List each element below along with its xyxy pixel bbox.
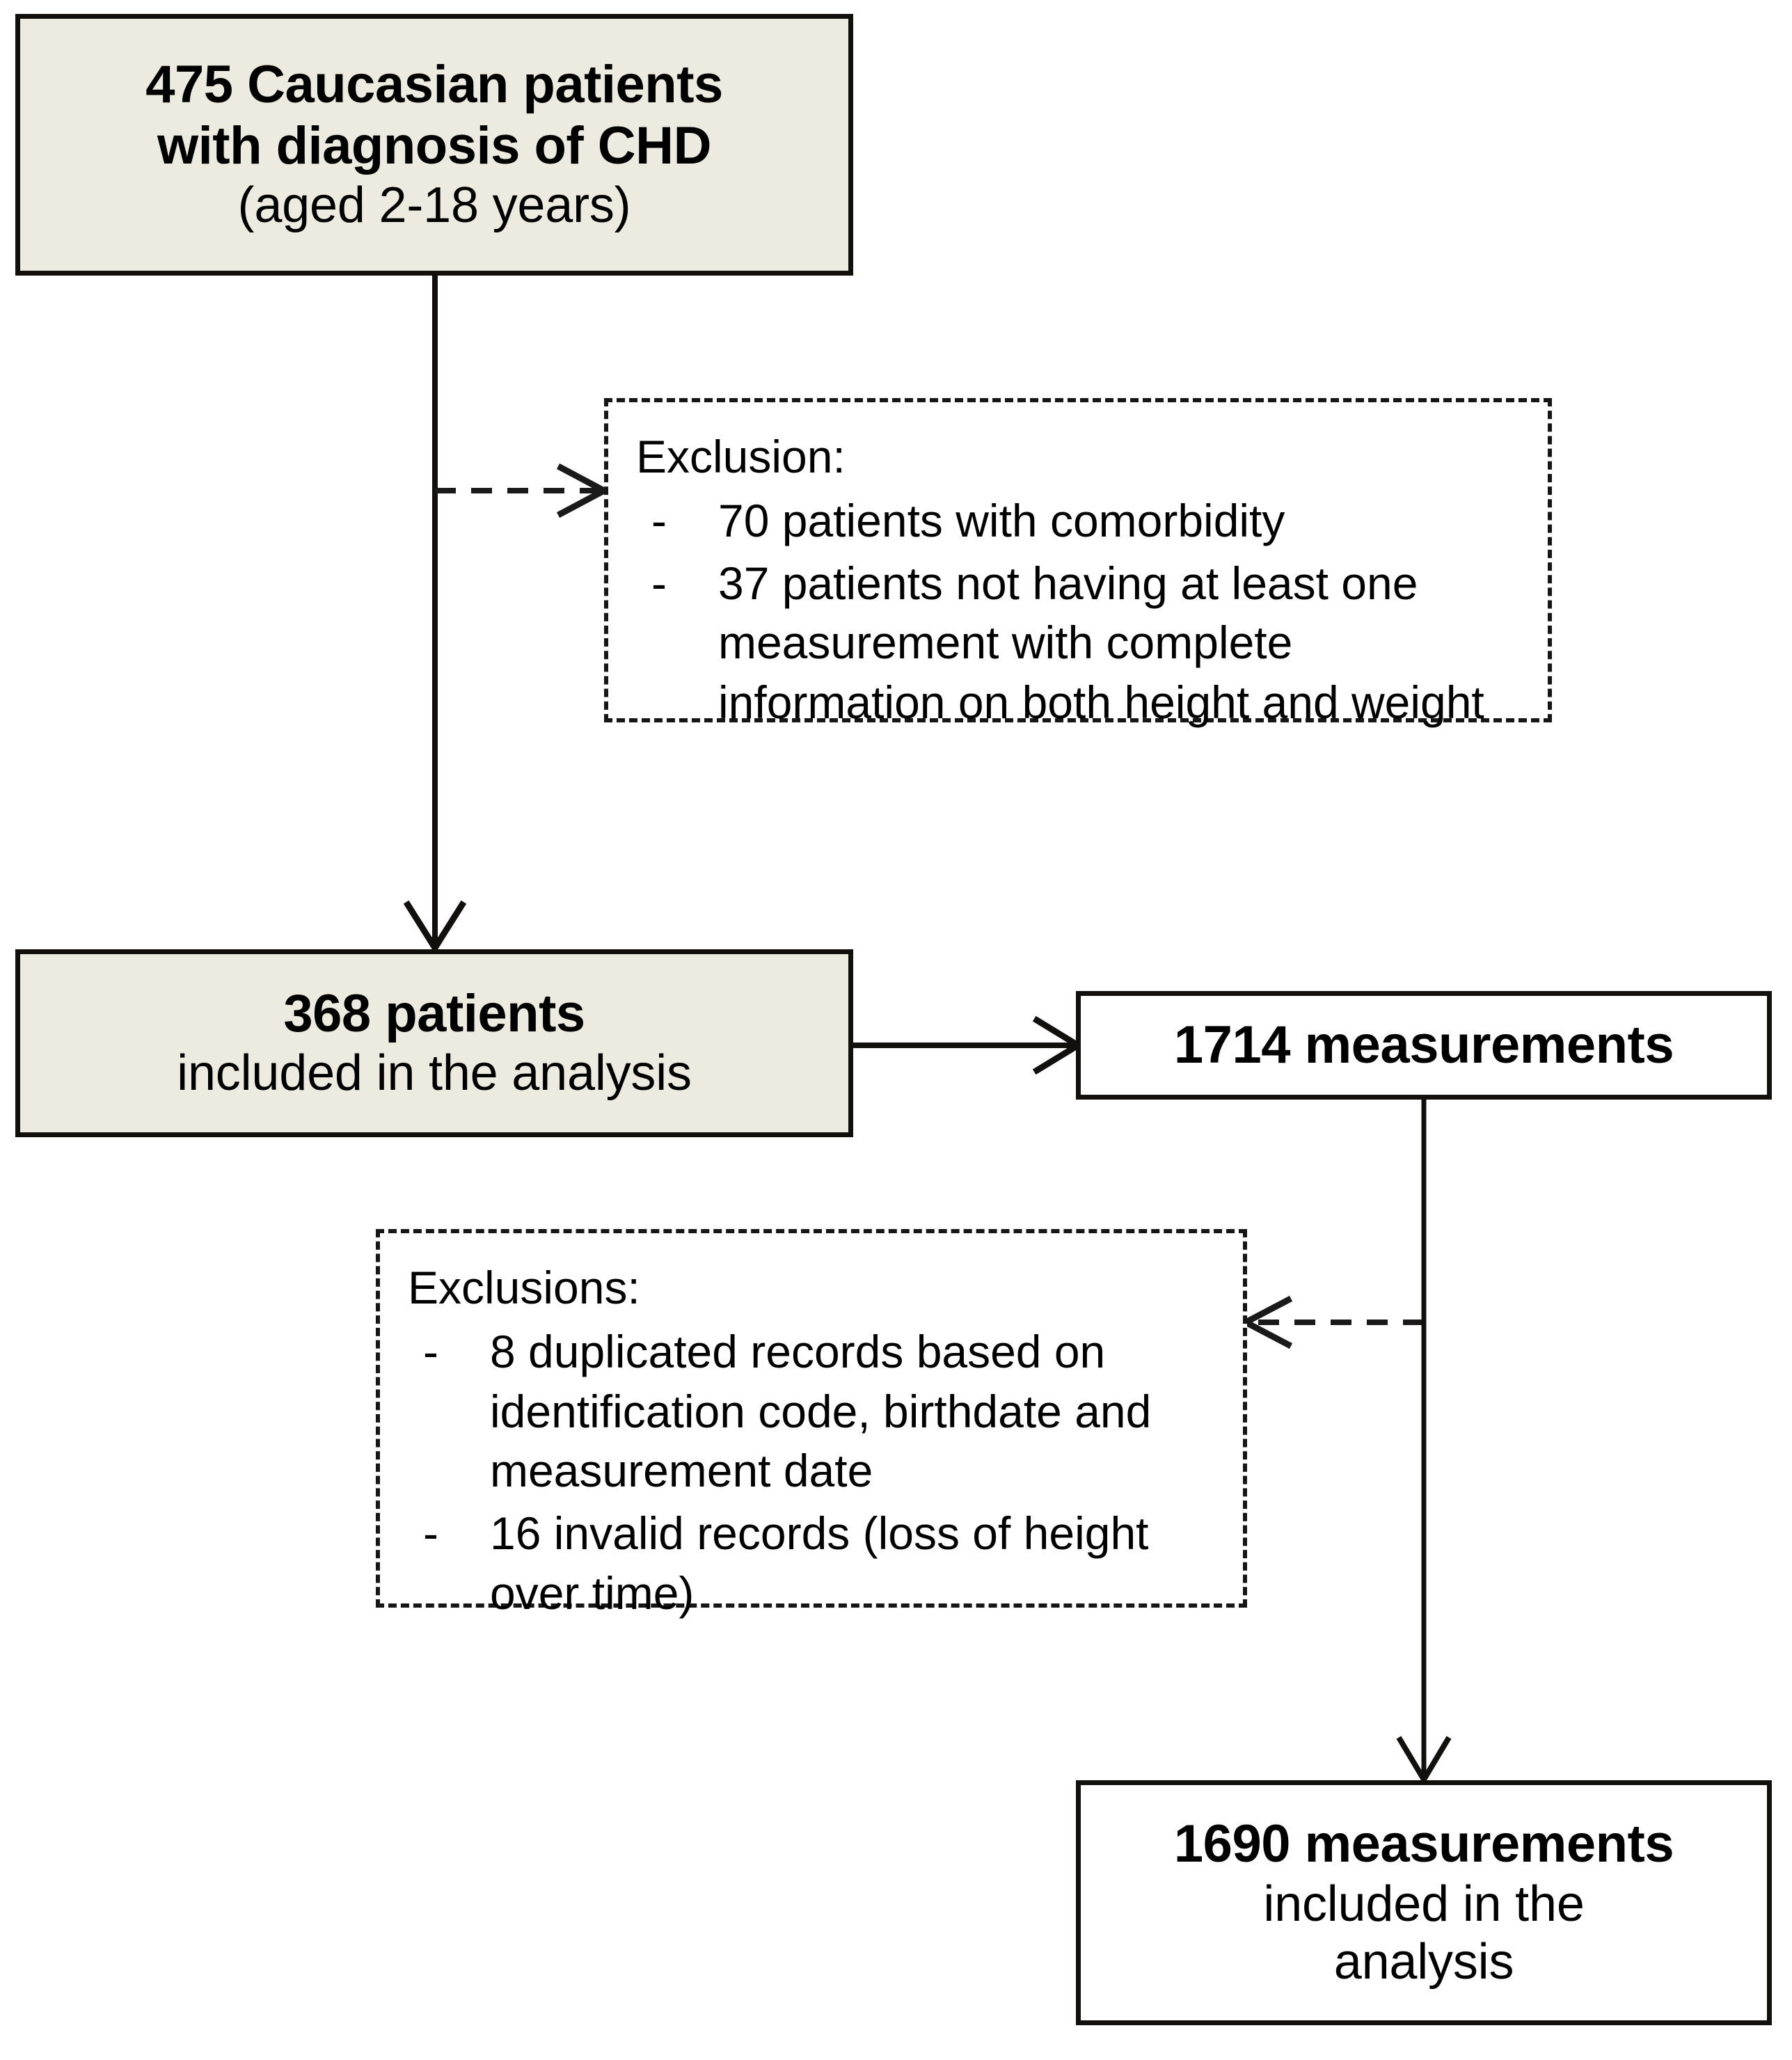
list-item-text: 8 duplicated records based on identifica… [490,1325,1152,1497]
box-measurement-exclusions[interactable]: Exclusions: - 8 duplicated records based… [376,1229,1247,1619]
patient-exclusions-content: Exclusion: - 70 patients with comorbidit… [608,402,1548,756]
list-item-text: 70 patients with comorbidity [718,494,1285,546]
node-measurements-total[interactable]: 1714 measurements [1076,991,1772,1100]
measurement-exclusions-list: - 8 duplicated records based on identifi… [408,1322,1219,1624]
node-cohort-source[interactable]: 475 Caucasian patients with diagnosis of… [15,14,853,276]
node-measurements-included[interactable]: 1690 measurements included in the analys… [1076,1780,1772,2025]
list-item: - 8 duplicated records based on identifi… [408,1322,1219,1501]
measurements-included-line3: analysis [1333,1934,1514,1990]
node-patients-included[interactable]: 368 patients included in the analysis [15,949,853,1137]
connector-measurements-to-measurement-exclusions [1239,1295,1424,1349]
patient-exclusions-list: - 70 patients with comorbidity - 37 pati… [636,491,1524,733]
measurement-exclusions-content: Exclusions: - 8 duplicated records based… [380,1233,1243,1647]
cohort-source-title: 475 Caucasian patients [145,55,723,115]
connector-source-to-patients [403,276,467,954]
bullet-marker: - [651,494,667,546]
list-item-text: 16 invalid records (loss of height over … [490,1507,1149,1619]
bullet-marker: - [423,1325,438,1377]
bullet-marker: - [423,1507,438,1560]
patient-exclusions-heading: Exclusion: [636,431,846,482]
measurements-total-title: 1714 measurements [1173,1015,1674,1075]
connector-patients-to-measurements [853,1015,1084,1075]
list-item: - 16 invalid records (loss of height ove… [408,1504,1219,1624]
connector-source-to-patient-exclusions [435,463,611,518]
measurements-included-title: 1690 measurements [1173,1814,1674,1874]
list-item: - 37 patients not having at least one me… [636,554,1524,733]
patients-included-title: 368 patients [283,984,585,1044]
cohort-source-line3: (aged 2-18 years) [237,177,631,234]
connector-measurements-to-included [1396,1098,1452,1785]
measurement-exclusions-heading: Exclusions: [408,1262,640,1313]
cohort-source-line2: with diagnosis of CHD [157,116,711,176]
bullet-marker: - [651,557,667,609]
measurements-included-line2: included in the [1263,1876,1585,1932]
box-patient-exclusions[interactable]: Exclusion: - 70 patients with comorbidit… [604,398,1552,728]
list-item: - 70 patients with comorbidity [636,491,1524,551]
patients-included-line2: included in the analysis [177,1045,692,1102]
list-item-text: 37 patients not having at least one meas… [718,557,1484,729]
